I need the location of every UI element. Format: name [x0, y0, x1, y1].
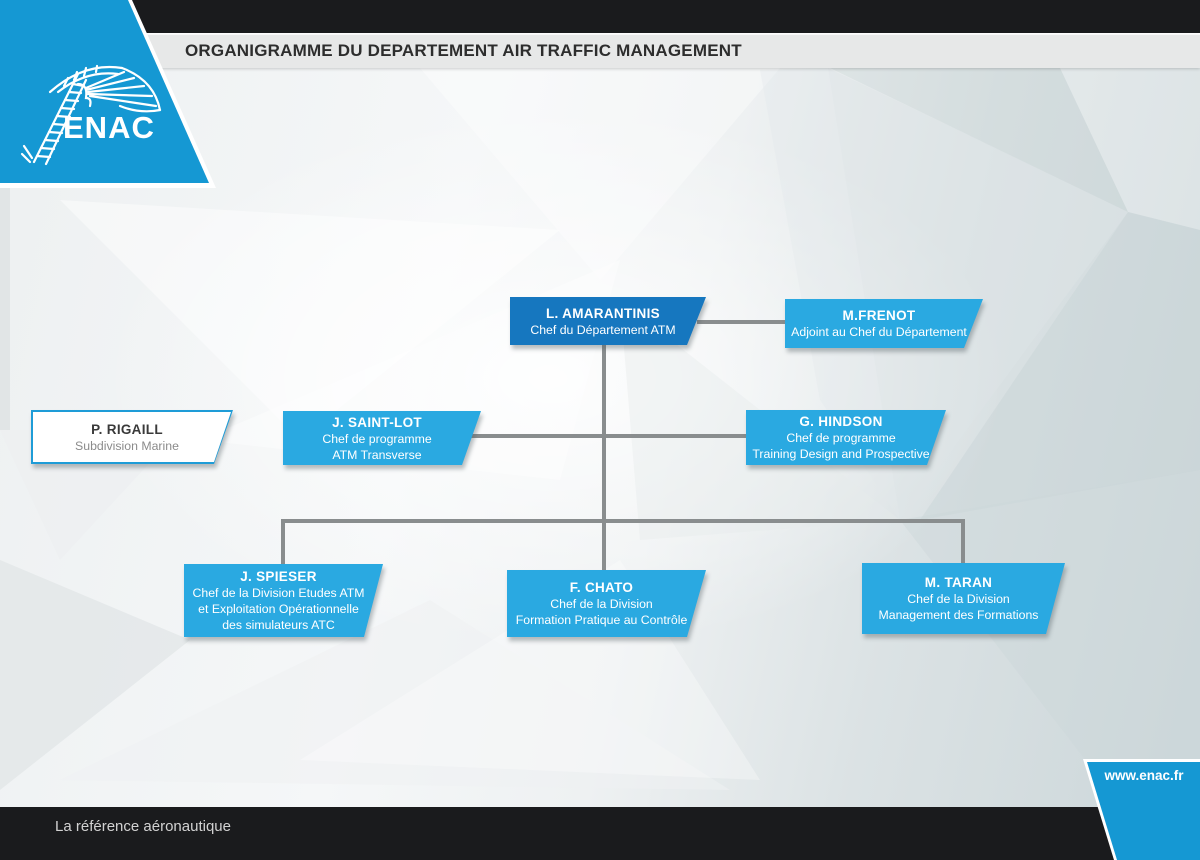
node-name: L. AMARANTINIS: [546, 305, 660, 321]
node-role: Chef de programme: [322, 431, 432, 446]
title-bar: [0, 35, 1200, 68]
node-role: Training Design and Prospective: [752, 447, 930, 461]
org-node-saintlot: J. SAINT-LOT Chef de programme ATM Trans…: [283, 411, 481, 465]
connector-drop-spieser: [281, 519, 285, 565]
website-url: www.enac.fr: [1104, 768, 1184, 783]
org-node-frenot: M.FRENOT Adjoint au Chef du Département: [785, 299, 983, 348]
footer-dark-bar: [0, 807, 1200, 860]
node-role: Subdivision Marine: [75, 438, 179, 453]
header-seam-line: [0, 33, 1200, 35]
node-name: M. TARAN: [924, 575, 993, 590]
enac-logo-text: ENAC: [63, 110, 155, 145]
header-dark-bar: [0, 0, 1200, 33]
node-name: P. RIGAILL: [91, 421, 163, 437]
node-role: Chef de la Division Etudes ATM: [192, 586, 365, 600]
footer-tagline: La référence aéronautique: [55, 818, 231, 835]
connector-chief-adjoint: [697, 320, 790, 324]
node-role: Management des Formations: [878, 608, 1039, 622]
node-role: Chef de programme: [786, 431, 896, 445]
node-fill: [33, 412, 231, 462]
node-role: Formation Pratique au Contrôle: [515, 613, 688, 627]
connector-divisions-bus: [281, 519, 965, 523]
node-role: Chef du Département ATM: [530, 322, 676, 337]
node-name: J. SPIESER: [240, 569, 317, 584]
node-role: Chef de la Division: [907, 592, 1010, 606]
org-node-rigaill: P. RIGAILL Subdivision Marine: [31, 410, 233, 464]
org-node-amarantinis: L. AMARANTINIS Chef du Département ATM: [510, 297, 706, 345]
org-node-chato: F. CHATO Chef de la Division Formation P…: [507, 570, 706, 637]
enac-eagle-icon: [20, 64, 162, 166]
node-name: J. SAINT-LOT: [332, 414, 422, 430]
org-node-taran: M. TARAN Chef de la Division Management …: [862, 563, 1065, 634]
org-node-hindson: G. HINDSON Chef de programme Training De…: [746, 410, 946, 465]
connector-programmes: [470, 434, 750, 438]
connector-center-vertical: [602, 343, 606, 571]
node-role: Chef de la Division: [550, 597, 653, 611]
node-role: et Exploitation Opérationnelle: [198, 602, 359, 616]
node-role: Adjoint au Chef du Département: [791, 325, 967, 339]
org-node-spieser: J. SPIESER Chef de la Division Etudes AT…: [184, 564, 383, 637]
node-role: des simulateurs ATC: [222, 618, 335, 632]
page-title: ORGANIGRAMME DU DEPARTEMENT AIR TRAFFIC …: [185, 41, 742, 60]
node-name: M.FRENOT: [842, 308, 916, 323]
connector-drop-taran: [961, 519, 965, 564]
node-name: G. HINDSON: [799, 414, 883, 429]
node-name: F. CHATO: [569, 580, 634, 595]
node-role: ATM Transverse: [332, 447, 422, 462]
